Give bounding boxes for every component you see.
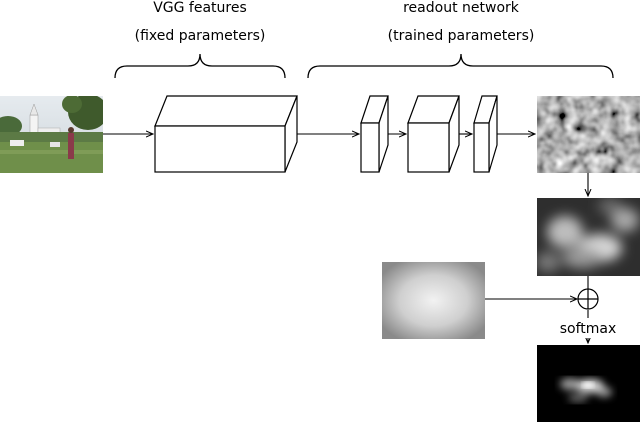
vgg-brace [114, 53, 286, 79]
plus-circle-icon [577, 288, 599, 310]
center-bias-map [382, 262, 485, 339]
blurred-saliency-map [537, 198, 640, 276]
readout-subtitle: (trained parameters) [388, 28, 535, 44]
readout-title: readout network [403, 0, 520, 16]
softmax-label: softmax [560, 321, 617, 337]
input-photo [0, 96, 103, 173]
vgg-subtitle: (fixed parameters) [135, 28, 266, 44]
readout-brace [307, 53, 614, 79]
final-saliency-map [537, 345, 640, 422]
vgg-title: VGG features [153, 0, 247, 16]
readout-layer-2 [407, 95, 460, 173]
readout-output-map [537, 96, 640, 173]
softmax-label-bg [552, 318, 624, 338]
readout-layer-1 [360, 95, 389, 173]
vgg-feature-block [154, 95, 298, 173]
readout-layer-3 [473, 95, 498, 173]
